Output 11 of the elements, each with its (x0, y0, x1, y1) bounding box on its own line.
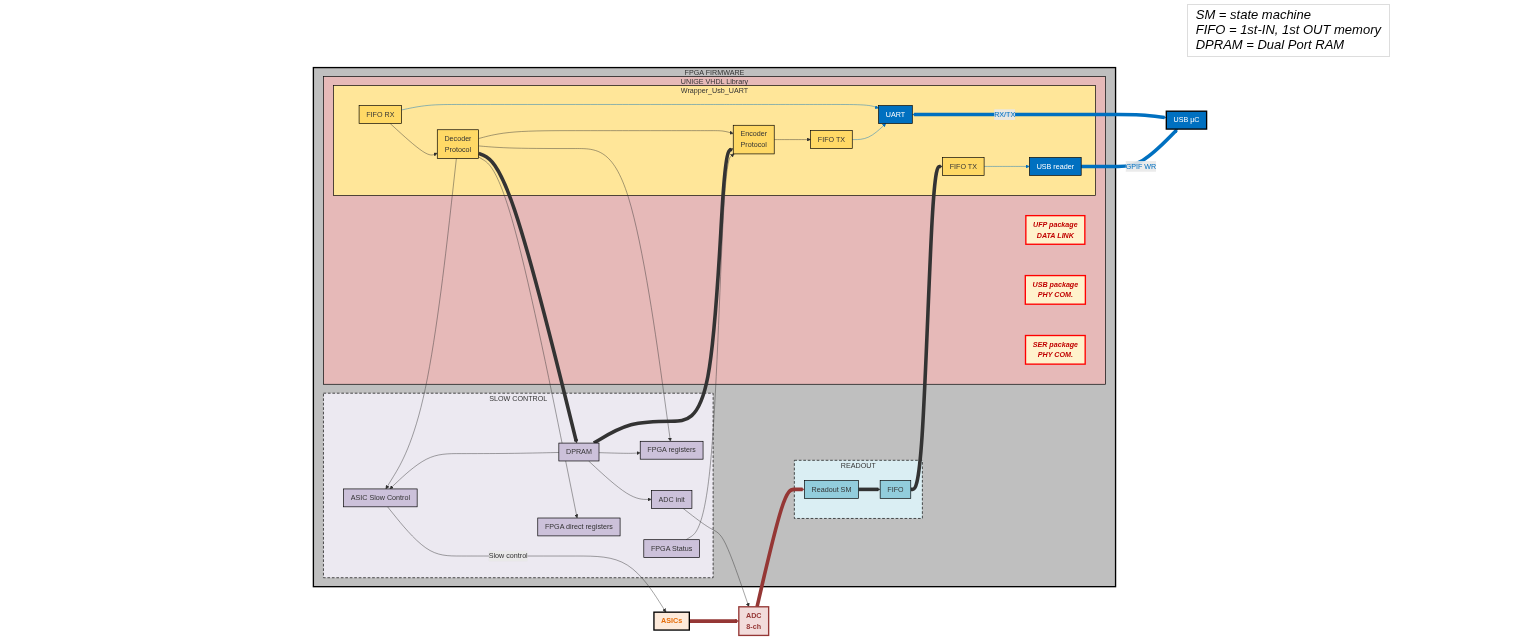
arrow (592, 147, 734, 445)
note-text: FIFO = 1st-IN, 1st OUT memory (1195, 22, 1381, 38)
note-text: DPRAM = Dual Port RAM (1195, 37, 1345, 53)
arrow (755, 487, 805, 608)
arrow (1081, 128, 1178, 169)
note-text: SM = state machine (1195, 8, 1312, 23)
arrow (477, 151, 578, 444)
arrow (689, 619, 739, 624)
arrow (910, 164, 943, 492)
arrow (912, 112, 1167, 120)
arrow (858, 487, 881, 492)
